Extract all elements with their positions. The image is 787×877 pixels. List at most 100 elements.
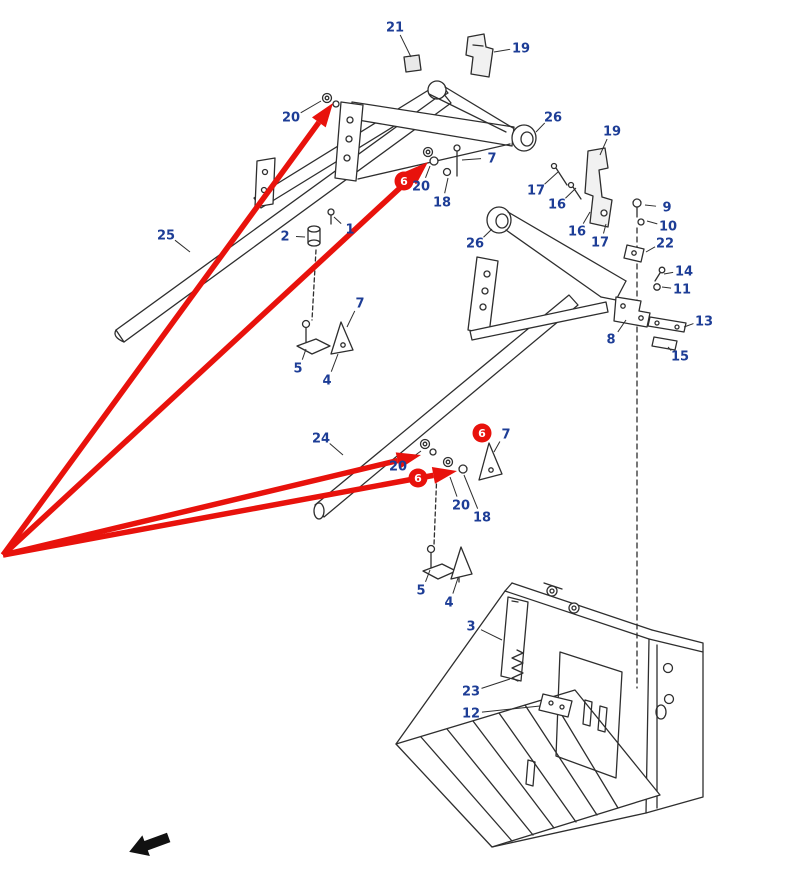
red-arrow-head — [395, 452, 421, 469]
part-label-7: 7 — [487, 152, 496, 167]
leader-line — [683, 323, 694, 328]
leader-line — [295, 235, 306, 238]
part-label-3: 3 — [466, 620, 475, 635]
leader-line — [661, 286, 672, 289]
part-label-21: 21 — [386, 21, 404, 36]
leader-line — [481, 678, 511, 689]
leader-line — [602, 223, 607, 234]
circled-marker — [408, 468, 428, 488]
circled-marker — [472, 423, 492, 443]
part-label-26: 26 — [466, 237, 484, 252]
leader-line — [617, 319, 627, 333]
part-label-15: 15 — [671, 350, 689, 365]
leader-line — [330, 353, 339, 372]
part-label-7: 7 — [501, 428, 510, 443]
red-arrows-layer — [0, 103, 457, 558]
circled-marker — [394, 171, 414, 191]
leader-line — [599, 138, 608, 156]
part-label-9: 9 — [662, 201, 671, 216]
red-arrow-head — [311, 103, 333, 128]
bracket-cluster-right-art — [550, 147, 613, 228]
part-label-10: 10 — [659, 220, 677, 235]
part-label-1: 1 — [345, 223, 354, 238]
leader-line — [493, 48, 511, 53]
part-label-19: 19 — [512, 42, 530, 57]
leader-line — [480, 629, 503, 641]
part-label-18: 18 — [433, 196, 451, 211]
leader-line — [481, 705, 541, 713]
middle-frame-art — [313, 206, 627, 520]
part-label-25: 25 — [157, 229, 175, 244]
leader-line — [452, 577, 459, 594]
red-arrow-head — [404, 162, 428, 185]
machine-art — [114, 33, 704, 848]
part-label-19: 19 — [603, 125, 621, 140]
part-label-5: 5 — [416, 584, 425, 599]
leader-line — [444, 177, 449, 194]
leader-line — [565, 187, 577, 199]
part-label-24: 24 — [312, 432, 330, 447]
red-arrow-line — [1, 176, 413, 558]
circled-markers-layer: 6 6 6 — [394, 171, 492, 488]
part-label-20: 20 — [452, 499, 470, 514]
part-label-4: 4 — [444, 596, 453, 611]
leader-line — [174, 239, 191, 253]
part-label-17: 17 — [591, 236, 609, 251]
leader-line — [535, 122, 546, 133]
red-arrow-head — [431, 467, 457, 484]
leader-line — [493, 441, 501, 453]
red-arrow-line — [2, 457, 399, 558]
part-label-16: 16 — [568, 225, 586, 240]
part-label-12: 12 — [462, 707, 480, 722]
part-label-23: 23 — [462, 685, 480, 700]
leader-line — [346, 310, 356, 328]
leader-line — [483, 228, 493, 238]
part-label-8: 8 — [606, 333, 615, 348]
part-label-13: 13 — [695, 315, 713, 330]
part-label-20: 20 — [282, 111, 300, 126]
part-label-20: 20 — [412, 180, 430, 195]
leader-line — [463, 474, 479, 509]
part-label-16: 16 — [548, 198, 566, 213]
leader-line — [399, 34, 412, 58]
part-label-20: 20 — [389, 460, 407, 475]
part-label-18: 18 — [473, 511, 491, 526]
red-arrow-line — [0, 120, 322, 557]
chassis-art — [395, 582, 704, 848]
direction-arrow-icon — [129, 832, 171, 857]
circled-marker-label: 6 — [400, 175, 408, 188]
leader-line — [663, 271, 674, 275]
leader-line — [300, 100, 322, 114]
red-arrow-line — [2, 472, 434, 558]
part-label-2: 2 — [280, 230, 289, 245]
plate-21-art — [403, 54, 422, 73]
leader-line — [667, 346, 672, 351]
part-label-4: 4 — [322, 374, 331, 389]
circled-marker-label: 6 — [414, 472, 422, 485]
right-hardware-art — [613, 198, 687, 689]
part-label-17: 17 — [527, 184, 545, 199]
part-label-5: 5 — [293, 362, 302, 377]
leader-lines-layer — [174, 34, 694, 713]
leader-line — [544, 171, 559, 185]
leader-line — [333, 216, 342, 224]
part-label-22: 22 — [656, 237, 674, 252]
part-label-26: 26 — [544, 111, 562, 126]
leader-line — [644, 204, 657, 207]
leader-line — [582, 211, 591, 224]
leader-line — [646, 220, 658, 225]
leader-line — [329, 443, 344, 456]
leader-line — [425, 165, 431, 178]
bracket-19-top-art — [465, 33, 494, 78]
circled-marker-label: 6 — [478, 427, 486, 440]
leader-line — [449, 476, 458, 497]
leader-line — [425, 569, 431, 582]
leader-line — [301, 348, 307, 360]
middle-hardware-art — [419, 438, 503, 583]
part-label-11: 11 — [673, 283, 691, 298]
part-label-7: 7 — [355, 297, 364, 312]
upper-frame-art — [114, 80, 537, 343]
part-label-14: 14 — [675, 265, 693, 280]
